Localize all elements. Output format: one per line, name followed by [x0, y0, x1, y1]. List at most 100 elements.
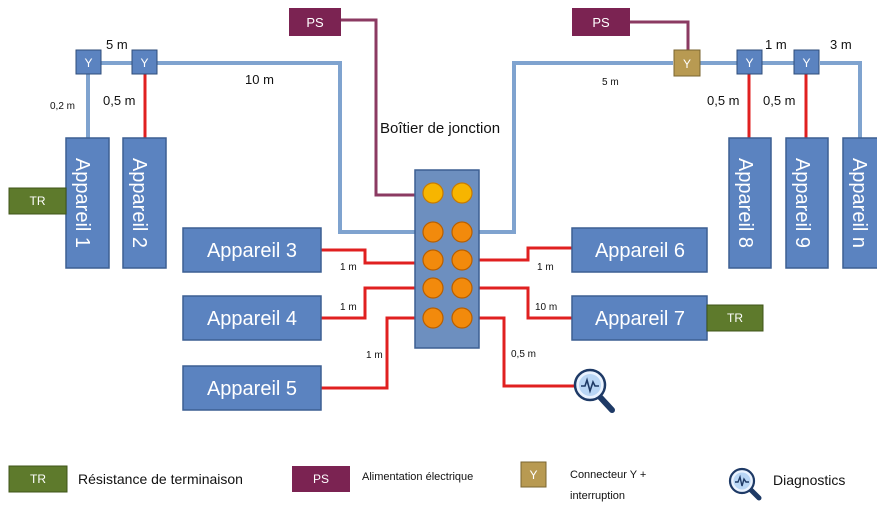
device-1-box	[65, 137, 110, 269]
device-9: Appareil 9	[785, 137, 829, 269]
stub-lines	[143, 73, 808, 390]
y-connector-9	[793, 49, 820, 75]
device-4-label: Appareil 4	[207, 308, 297, 330]
len-y1-device1: 0,2 m	[50, 101, 75, 112]
device-1-label: Appareil 1	[71, 158, 93, 248]
len-device3: 1 m	[340, 262, 357, 273]
legend-ps-swatch-label: PS	[313, 472, 329, 486]
device-1: Appareil 1	[65, 137, 110, 269]
ps-top-left: PS	[289, 8, 341, 36]
len-device6: 1 m	[537, 262, 554, 273]
legend-tr-swatch-label: TR	[30, 472, 46, 486]
device-2: Appareil 2	[122, 137, 167, 269]
stub-device4	[321, 286, 420, 320]
device-5-box	[182, 365, 322, 411]
device-n-label: Appareil n	[848, 158, 870, 248]
port-device5	[422, 307, 444, 329]
len-device4: 1 m	[340, 302, 357, 313]
y-connector-9-label: Y	[802, 56, 810, 70]
device-2-label: Appareil 2	[128, 158, 150, 248]
legend-ps-swatch	[292, 466, 350, 492]
device-8-box	[728, 137, 772, 269]
len-yr3-device9: 0,5 m	[763, 93, 796, 108]
magnifier-diagnostics-icon	[573, 368, 615, 413]
len-device7: 10 m	[535, 302, 557, 313]
device-7-label: Appareil 7	[595, 308, 685, 330]
stub-device5	[321, 316, 420, 390]
port-device6	[451, 249, 473, 271]
junction-box-label: Boîtier de jonction	[380, 120, 500, 137]
len-diagnostics: 0,5 m	[511, 349, 536, 360]
legend-y-text-1: Connecteur Y +	[570, 469, 646, 481]
device-3-label: Appareil 3	[207, 240, 297, 262]
ps-top-right: PS	[572, 8, 630, 36]
device-2-box	[122, 137, 167, 269]
len-yr3-devicen: 3 m	[830, 37, 852, 52]
device-6-label: Appareil 6	[595, 240, 685, 262]
legend-y-swatch	[520, 461, 547, 488]
ps-top-right-label: PS	[592, 15, 610, 30]
ps-top-right-box	[572, 8, 630, 36]
port-bus-out	[451, 221, 473, 243]
device-n-box	[842, 137, 877, 269]
len-yr2-yr3: 1 m	[765, 37, 787, 52]
port-bus-in	[422, 221, 444, 243]
port-device3	[422, 249, 444, 271]
len-y2-junction: 10 m	[245, 72, 274, 87]
power-line-left	[341, 18, 420, 197]
y-connector-2-label: Y	[140, 56, 148, 70]
len-y1-y2: 5 m	[106, 37, 128, 52]
bus-junction-yr1	[476, 61, 673, 234]
legend: TR Résistance de terminaison PS Alimenta…	[8, 461, 845, 502]
ps-top-left-label: PS	[306, 15, 324, 30]
stub-device3	[321, 248, 420, 265]
legend-y-swatch-label: Y	[529, 468, 537, 482]
legend-y-text-2: interruption	[570, 490, 625, 502]
y-connector-interrupt-label: Y	[683, 57, 691, 71]
y-connector-interrupt	[673, 49, 701, 77]
device-3-box	[182, 227, 322, 273]
tr-device1-label: TR	[30, 194, 46, 208]
bus-y2-junction	[157, 61, 418, 234]
legend-ps-text: Alimentation électrique	[362, 471, 473, 483]
len-y2-device2: 0,5 m	[103, 93, 136, 108]
y-connector-2	[131, 49, 158, 75]
legend-tr-text: Résistance de terminaison	[78, 471, 243, 487]
device-6-box	[571, 227, 708, 273]
y-connector-1-label: Y	[84, 56, 92, 70]
y-connector-1	[75, 49, 102, 75]
tr-device7-label: TR	[727, 311, 743, 325]
junction-box	[414, 169, 480, 349]
device-7-box	[571, 295, 708, 341]
legend-magnifier-icon	[728, 467, 762, 501]
y-connector-8-label: Y	[745, 56, 753, 70]
bus-yr3-devicen	[820, 61, 862, 138]
device-8: Appareil 8	[728, 137, 772, 269]
device-n: Appareil n	[842, 137, 877, 269]
device-9-label: Appareil 9	[791, 158, 813, 248]
bus-lines	[86, 61, 862, 234]
port-device4	[422, 277, 444, 299]
device-8-label: Appareil 8	[734, 158, 756, 248]
device-5-label: Appareil 5	[207, 378, 297, 400]
legend-tr-swatch	[8, 465, 68, 493]
power-line-right	[630, 20, 690, 50]
ps-top-left-box	[289, 8, 341, 36]
port-power-2	[451, 182, 473, 204]
len-junction-yr1: 5 m	[602, 77, 619, 88]
port-power-1	[422, 182, 444, 204]
device-4-box	[182, 295, 322, 341]
stub-device6	[474, 246, 572, 262]
y-connector-8	[736, 49, 763, 75]
tr-device7	[706, 304, 764, 332]
len-yr2-device8: 0,5 m	[707, 93, 740, 108]
power-lines	[341, 18, 690, 197]
stub-device7	[474, 286, 572, 320]
device-9-box	[785, 137, 829, 269]
tr-device1	[8, 187, 67, 215]
stub-diagnostics	[474, 316, 574, 388]
port-device7	[451, 277, 473, 299]
port-diagnostics	[451, 307, 473, 329]
len-device5: 1 m	[366, 350, 383, 361]
